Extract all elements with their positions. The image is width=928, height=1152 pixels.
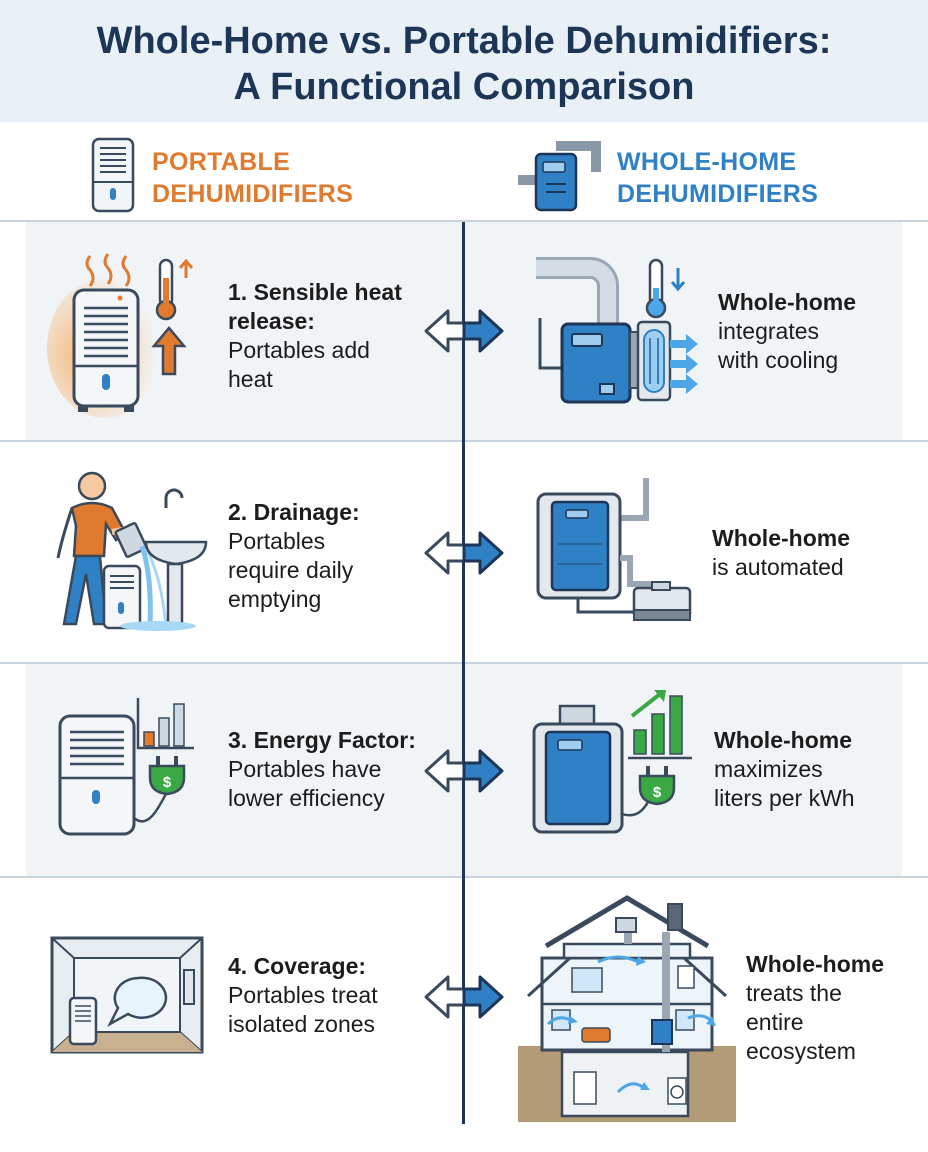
- row-3-right-line-3: liters per kWh: [714, 785, 855, 811]
- row-3-body-b: lower efficiency: [228, 785, 385, 811]
- row-4-whole-home-text: Whole-home treats the entire ecosystem: [746, 950, 884, 1066]
- row-4-right-line-3: entire: [746, 1009, 804, 1035]
- portable-coverage-room-illustration: [50, 936, 204, 1054]
- separator-top: [0, 220, 928, 222]
- title-band: [0, 0, 928, 122]
- row-1-right-line-1: Whole-home: [718, 289, 856, 315]
- whole-home-header-line-2: DEHUMIDIFIERS: [617, 180, 819, 208]
- row-4-body-a: Portables treat: [228, 982, 378, 1008]
- page-title: Whole-Home vs. Portable Dehumidifiers: A…: [0, 18, 928, 110]
- whole-home-column-header: WHOLE-HOME DEHUMIDIFIERS: [617, 146, 818, 210]
- row-3-whole-home-text: Whole-home maximizes liters per kWh: [714, 726, 855, 813]
- whole-home-header-line-1: WHOLE-HOME: [617, 148, 797, 176]
- portable-heat-release-illustration: [47, 253, 194, 418]
- row-2-whole-home-text: Whole-home is automated: [712, 524, 850, 582]
- title-line-1: Whole-Home vs. Portable Dehumidifiers:: [96, 20, 832, 62]
- whole-home-house-illustration: [518, 895, 736, 1122]
- portable-dehumidifier-icon: [91, 137, 135, 213]
- row-3-compare-arrow-icon: [424, 749, 504, 793]
- portable-column-header: PORTABLE DEHUMIDIFIERS: [152, 146, 353, 210]
- portable-efficiency-illustration: $: [58, 698, 194, 836]
- title-line-2: A Functional Comparison: [233, 66, 695, 108]
- row-1-heading-b: release:: [228, 308, 315, 334]
- row-2-body-c: emptying: [228, 586, 322, 612]
- row-1-heading-a: 1. Sensible heat: [228, 279, 402, 305]
- row-2-portable-text: 2. Drainage: Portables require daily emp…: [228, 498, 360, 614]
- row-2-body-a: Portables: [228, 528, 326, 554]
- row-4-heading-a: 4. Coverage:: [228, 953, 367, 979]
- row-1-right-line-2: integrates: [718, 318, 820, 344]
- whole-home-unit-icon: [518, 141, 601, 212]
- row-1-whole-home-text: Whole-home integrates with cooling: [718, 288, 856, 375]
- row-1-right-line-3: with cooling: [718, 347, 839, 373]
- whole-home-drain-illustration: [536, 478, 692, 621]
- svg-text:$: $: [653, 784, 662, 801]
- row-4-right-line-4: ecosystem: [746, 1038, 856, 1064]
- row-2-compare-arrow-icon: [424, 531, 504, 575]
- row-1-body-b: heat: [228, 366, 273, 392]
- row-1-compare-arrow-icon: [424, 309, 504, 353]
- portable-drainage-illustration: [56, 471, 208, 631]
- row-3-right-line-2: maximizes: [714, 756, 823, 782]
- row-3-body-a: Portables have: [228, 756, 382, 782]
- row-2-right-line-2: is automated: [712, 554, 844, 580]
- portable-header-line-1: PORTABLE: [152, 148, 291, 176]
- row-3-heading-a: 3. Energy Factor:: [228, 727, 416, 753]
- row-4-portable-text: 4. Coverage: Portables treat isolated zo…: [228, 952, 378, 1039]
- row-1-portable-text: 1. Sensible heat release: Portables add …: [228, 278, 402, 394]
- center-divider-line: [462, 222, 465, 1124]
- row-4-right-line-2: treats the: [746, 980, 842, 1006]
- whole-home-cooling-illustration: [536, 257, 698, 404]
- row-4-body-b: isolated zones: [228, 1011, 376, 1037]
- row-3-portable-text: 3. Energy Factor: Portables have lower e…: [228, 726, 416, 813]
- whole-home-efficiency-illustration: $: [532, 690, 692, 834]
- row-2-body-b: require daily: [228, 557, 354, 583]
- portable-header-line-2: DEHUMIDIFIERS: [152, 180, 354, 208]
- svg-text:$: $: [163, 774, 172, 791]
- row-4-compare-arrow-icon: [424, 975, 504, 1019]
- row-2-heading-a: 2. Drainage:: [228, 499, 360, 525]
- row-3-right-line-1: Whole-home: [714, 727, 852, 753]
- row-1-body-a: Portables add: [228, 337, 370, 363]
- row-4-right-line-1: Whole-home: [746, 951, 884, 977]
- row-2-right-line-1: Whole-home: [712, 525, 850, 551]
